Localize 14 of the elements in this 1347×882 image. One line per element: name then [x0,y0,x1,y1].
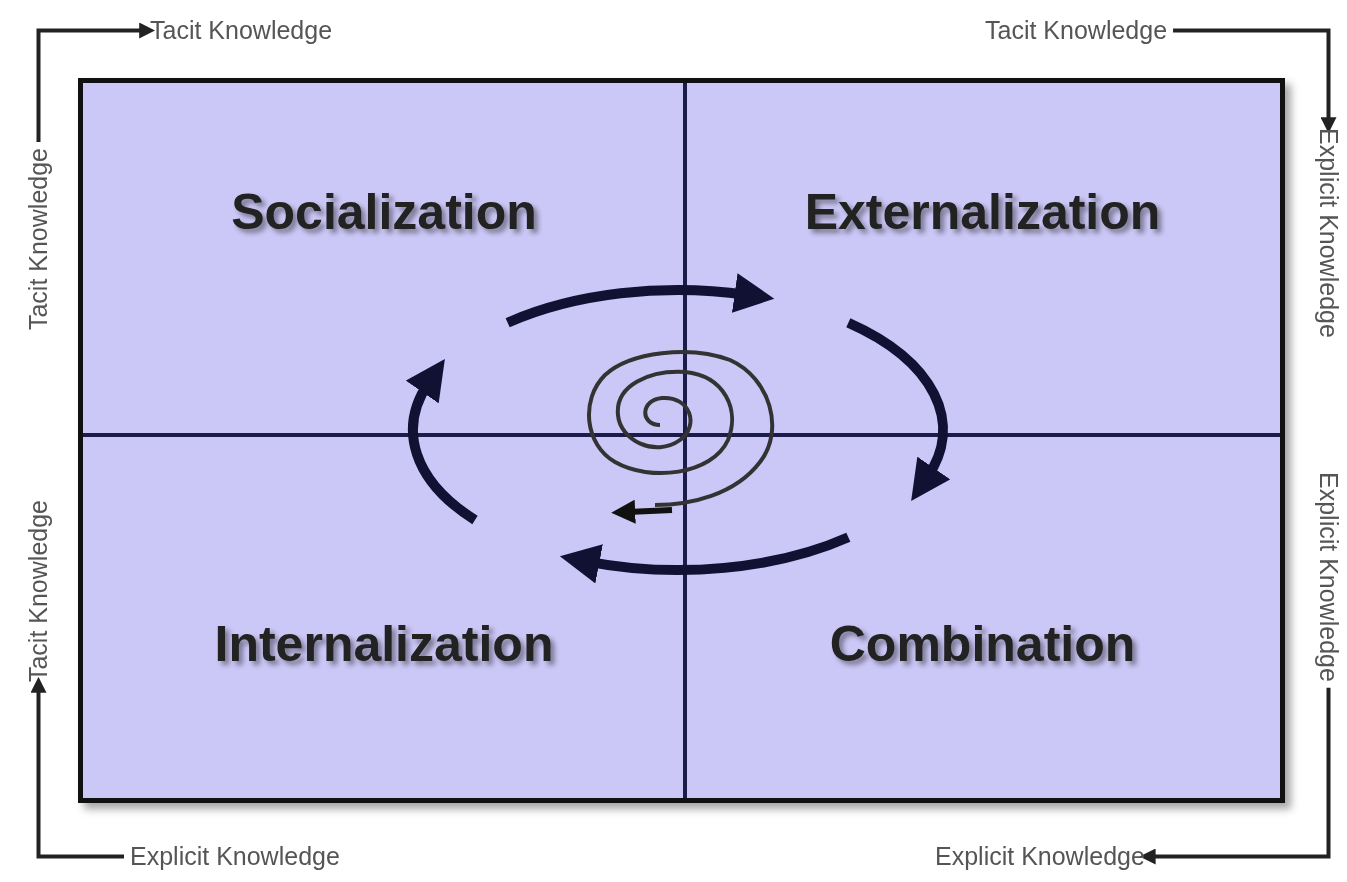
axis-label: Tacit Knowledge [24,500,53,683]
axis-label: Explicit Knowledge [935,842,1145,871]
axis-label: Tacit Knowledge [24,148,53,331]
quadrant-heading: Internalization [213,615,555,673]
axis-label: Tacit Knowledge [985,16,1168,45]
quadrant-heading: Externalization [803,183,1162,241]
quadrant-heading: Combination [828,615,1137,673]
axis-label: Tacit Knowledge [150,16,333,45]
arrow [30,676,124,859]
axis-label: Explicit Knowledge [130,842,340,871]
axis-label: Explicit Knowledge [1314,472,1343,682]
axis-label: Explicit Knowledge [1314,128,1343,338]
quadrant-heading: Socialization [230,183,538,241]
arrow [36,22,156,142]
